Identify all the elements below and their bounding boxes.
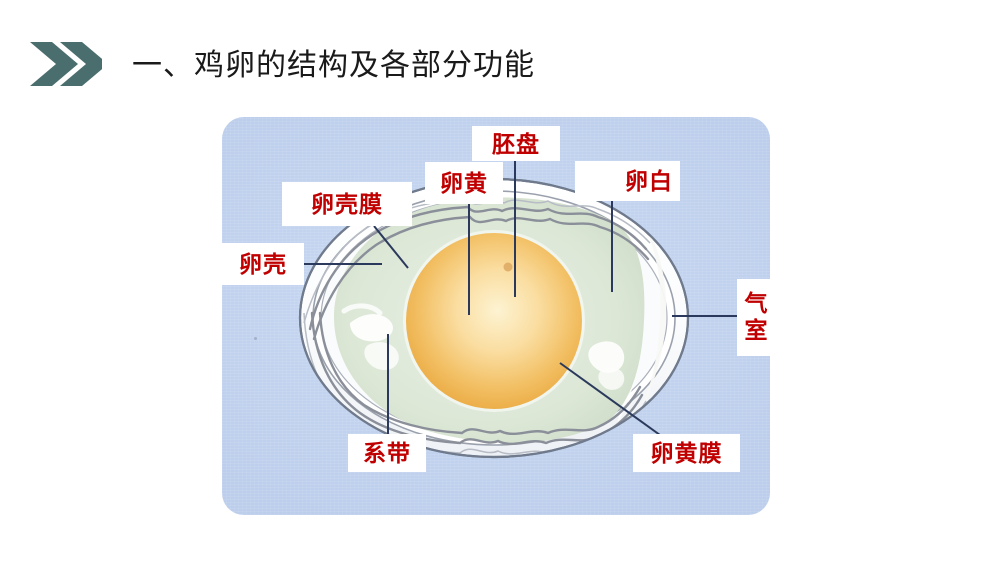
label-shell-membrane: 卵壳膜 <box>282 182 412 226</box>
label-yolk: 卵黄 <box>425 162 503 204</box>
blastodisc <box>503 262 513 272</box>
membrane-wave-top <box>308 205 650 341</box>
double-chevron-right-icon <box>30 42 102 86</box>
yolk <box>406 233 582 409</box>
label-vitelline-membrane: 卵黄膜 <box>633 434 740 472</box>
page-title: 一、鸡卵的结构及各部分功能 <box>132 49 535 82</box>
label-eggshell: 卵壳 <box>222 243 304 285</box>
air-cell-region <box>632 213 667 425</box>
chalaza-region <box>341 303 399 371</box>
label-blastodisc: 胚盘 <box>472 126 560 161</box>
label-air-cell: 气室 <box>737 279 771 356</box>
label-albumen: 卵白 <box>575 161 680 201</box>
heading-row: 一、鸡卵的结构及各部分功能 <box>0 18 1000 88</box>
label-chalaza: 系带 <box>348 434 426 472</box>
panel-speck <box>254 337 257 340</box>
